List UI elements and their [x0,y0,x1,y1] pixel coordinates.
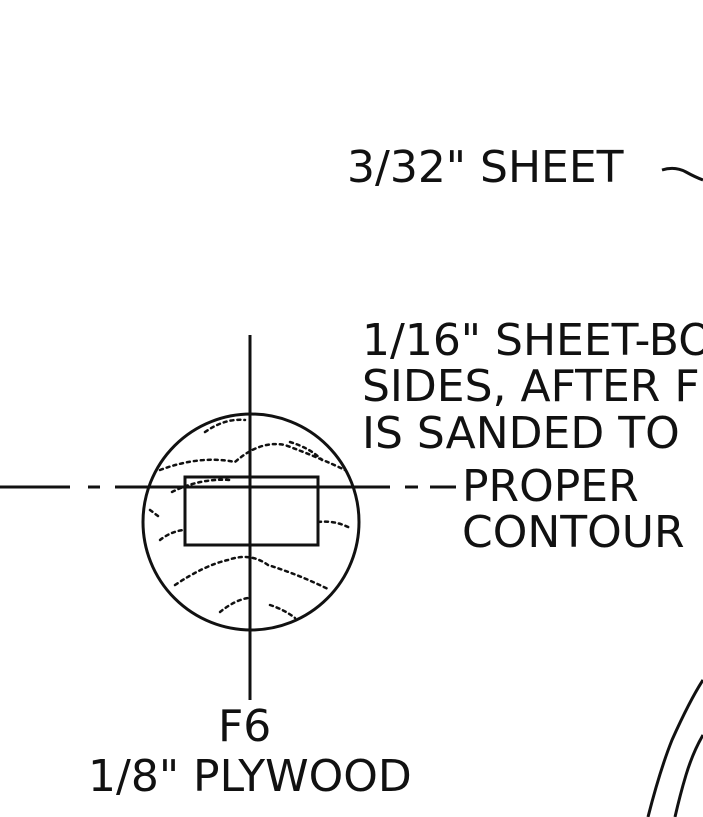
note-line-4: PROPER [462,461,639,512]
sheet-leader-line [661,166,703,182]
note-line-2: SIDES, AFTER F [362,361,700,412]
wood-grain-hatching [148,418,352,620]
note-line-1: 1/16" SHEET-BO [362,315,703,366]
note-line-3: IS SANDED TO [362,408,680,459]
sheet-label-3-32: 3/32" SHEET [347,142,624,193]
structure-curve-inner [673,734,703,817]
structure-curve-outer [646,679,703,817]
part-id-label: F6 [218,701,272,752]
part-material-label: 1/8" PLYWOOD [88,751,412,802]
section-circle [141,412,361,632]
note-line-5: CONTOUR [462,507,685,558]
former-rectangle [183,475,320,547]
